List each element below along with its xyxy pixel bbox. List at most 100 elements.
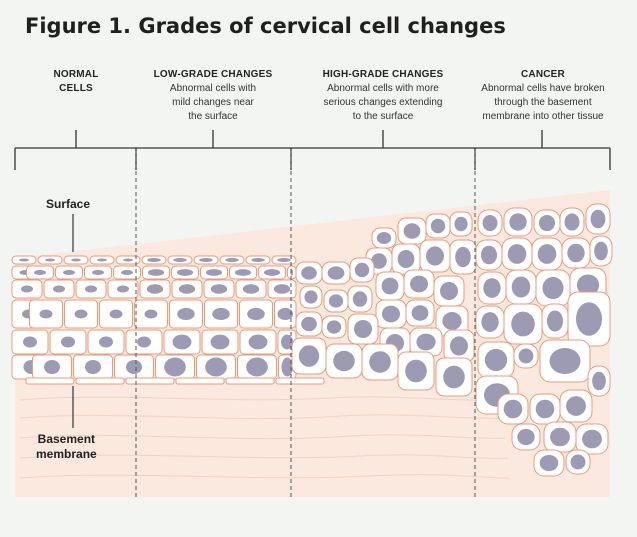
nucleus xyxy=(210,284,228,294)
cell xyxy=(323,289,349,313)
cell xyxy=(529,393,561,425)
cell xyxy=(321,315,347,339)
nucleus xyxy=(19,258,29,262)
nucleus xyxy=(518,348,534,364)
nucleus xyxy=(34,270,46,275)
nucleus xyxy=(164,357,186,377)
normal-heading-line2: CELLS xyxy=(59,83,93,94)
nucleus xyxy=(147,258,161,262)
cell xyxy=(477,341,515,379)
nucleus xyxy=(263,269,281,276)
cell xyxy=(167,255,193,265)
nucleus xyxy=(146,284,164,294)
cell xyxy=(55,265,83,280)
nucleus xyxy=(137,336,151,348)
nucleus xyxy=(117,285,129,293)
nucleus xyxy=(44,360,60,374)
nucleus xyxy=(352,291,368,307)
nucleus xyxy=(247,307,265,321)
nucleus xyxy=(575,302,603,336)
cell xyxy=(295,311,323,337)
cell xyxy=(37,255,63,265)
cell xyxy=(155,354,195,380)
nucleus xyxy=(246,357,268,377)
cell xyxy=(535,269,571,307)
cell xyxy=(75,377,125,385)
nucleus xyxy=(511,276,531,298)
cell xyxy=(539,339,591,383)
nucleus xyxy=(537,244,557,264)
basement-membrane-label: Basement membrane xyxy=(36,432,97,462)
nucleus xyxy=(483,278,501,298)
cell xyxy=(321,261,351,285)
cell xyxy=(43,279,75,299)
cell xyxy=(533,209,561,237)
cell xyxy=(497,393,529,425)
nucleus xyxy=(99,336,113,348)
nucleus xyxy=(542,276,564,300)
nucleus xyxy=(535,399,555,419)
cell xyxy=(405,299,435,327)
nucleus xyxy=(454,216,468,232)
cell xyxy=(503,303,543,345)
cell xyxy=(139,279,171,299)
cell xyxy=(11,255,37,265)
cell xyxy=(239,329,277,355)
cell xyxy=(475,239,503,271)
nucleus xyxy=(442,312,462,330)
column-heading-cancer: CANCER Abnormal cells have broken throug… xyxy=(462,68,624,124)
nucleus xyxy=(273,284,291,294)
cell xyxy=(49,329,87,355)
nucleus xyxy=(281,357,293,377)
cell xyxy=(435,357,473,397)
cell xyxy=(347,285,373,313)
cell xyxy=(419,239,451,273)
cell xyxy=(89,255,115,265)
nucleus xyxy=(450,336,468,356)
cell xyxy=(543,421,577,453)
nucleus xyxy=(354,262,370,278)
cell xyxy=(477,209,503,237)
cancer-description-1: Abnormal cells have broken xyxy=(481,83,605,94)
cell xyxy=(225,377,275,385)
cell xyxy=(142,265,170,280)
low-grade-description-2: mild changes near xyxy=(172,97,254,108)
nucleus xyxy=(172,334,192,350)
nucleus xyxy=(126,360,142,374)
cell xyxy=(115,255,141,265)
nucleus xyxy=(328,294,344,308)
nucleus xyxy=(381,277,399,295)
nucleus xyxy=(121,270,133,275)
cell xyxy=(397,351,435,391)
figure-title: Figure 1. Grades of cervical cell change… xyxy=(25,14,506,38)
nucleus xyxy=(517,428,535,446)
nucleus xyxy=(550,427,570,447)
nucleus xyxy=(371,253,387,269)
cell xyxy=(375,271,405,301)
nucleus xyxy=(410,275,428,293)
nucleus xyxy=(564,213,580,231)
nucleus xyxy=(327,266,345,280)
cell xyxy=(567,291,611,347)
cell xyxy=(501,237,533,271)
nucleus xyxy=(45,258,55,262)
cell xyxy=(204,299,238,329)
cell xyxy=(219,255,245,265)
nucleus xyxy=(298,345,320,367)
cell xyxy=(505,269,537,305)
cell xyxy=(349,257,375,283)
nucleus xyxy=(405,359,427,383)
nucleus xyxy=(304,290,318,304)
cell xyxy=(200,265,228,280)
cell xyxy=(295,261,323,285)
nucleus xyxy=(147,269,165,276)
nucleus xyxy=(212,307,230,321)
nucleus xyxy=(23,336,37,348)
nucleus xyxy=(507,244,527,264)
nucleus xyxy=(484,348,508,372)
nucleus xyxy=(416,333,436,351)
nucleus xyxy=(430,218,446,234)
nucleus xyxy=(277,258,291,262)
cell xyxy=(585,203,611,235)
cell xyxy=(443,329,475,363)
